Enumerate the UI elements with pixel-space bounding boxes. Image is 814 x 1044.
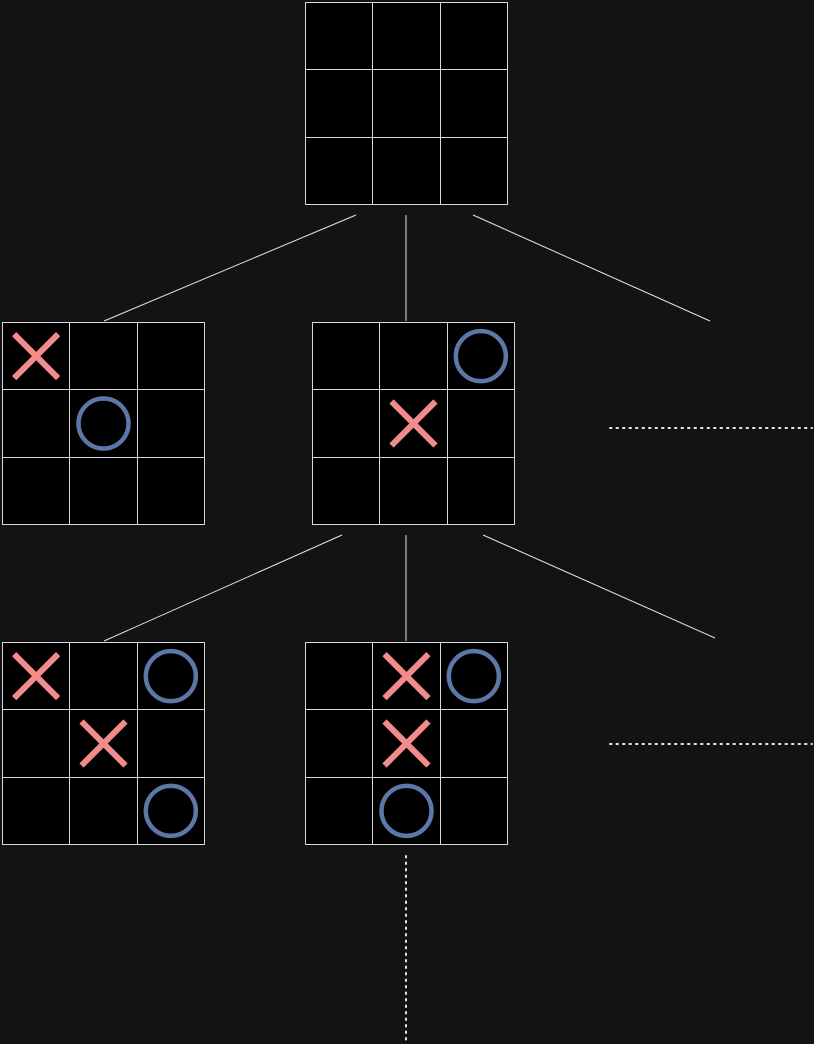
edge-child-2-to-grandchild-1 bbox=[103, 534, 343, 642]
x-mark-icon bbox=[12, 332, 61, 381]
board-level-1-1 bbox=[2, 322, 205, 525]
o-mark-icon bbox=[143, 648, 199, 704]
board-level-1-2 bbox=[312, 322, 515, 525]
x-mark-icon bbox=[382, 652, 431, 701]
edge-root-to-child-3 bbox=[472, 214, 711, 322]
x-mark-icon bbox=[79, 719, 128, 768]
tree-connectors bbox=[103, 214, 813, 1044]
edge-root-to-child-1 bbox=[103, 214, 357, 322]
o-mark-icon bbox=[453, 328, 509, 384]
o-mark-icon bbox=[143, 783, 199, 839]
board-level-2-2 bbox=[305, 642, 508, 845]
o-mark-icon bbox=[379, 783, 434, 839]
board-level-2-1 bbox=[2, 642, 205, 845]
x-mark-icon bbox=[389, 399, 438, 448]
o-mark-icon bbox=[76, 396, 131, 451]
o-mark-icon bbox=[446, 648, 502, 704]
edge-child-2-to-grandchild-3 bbox=[482, 534, 716, 639]
board-frame bbox=[305, 2, 508, 205]
tree-boards bbox=[2, 2, 515, 845]
board-root-empty bbox=[305, 2, 508, 205]
x-mark-icon bbox=[12, 652, 61, 701]
x-mark-icon bbox=[382, 719, 431, 768]
